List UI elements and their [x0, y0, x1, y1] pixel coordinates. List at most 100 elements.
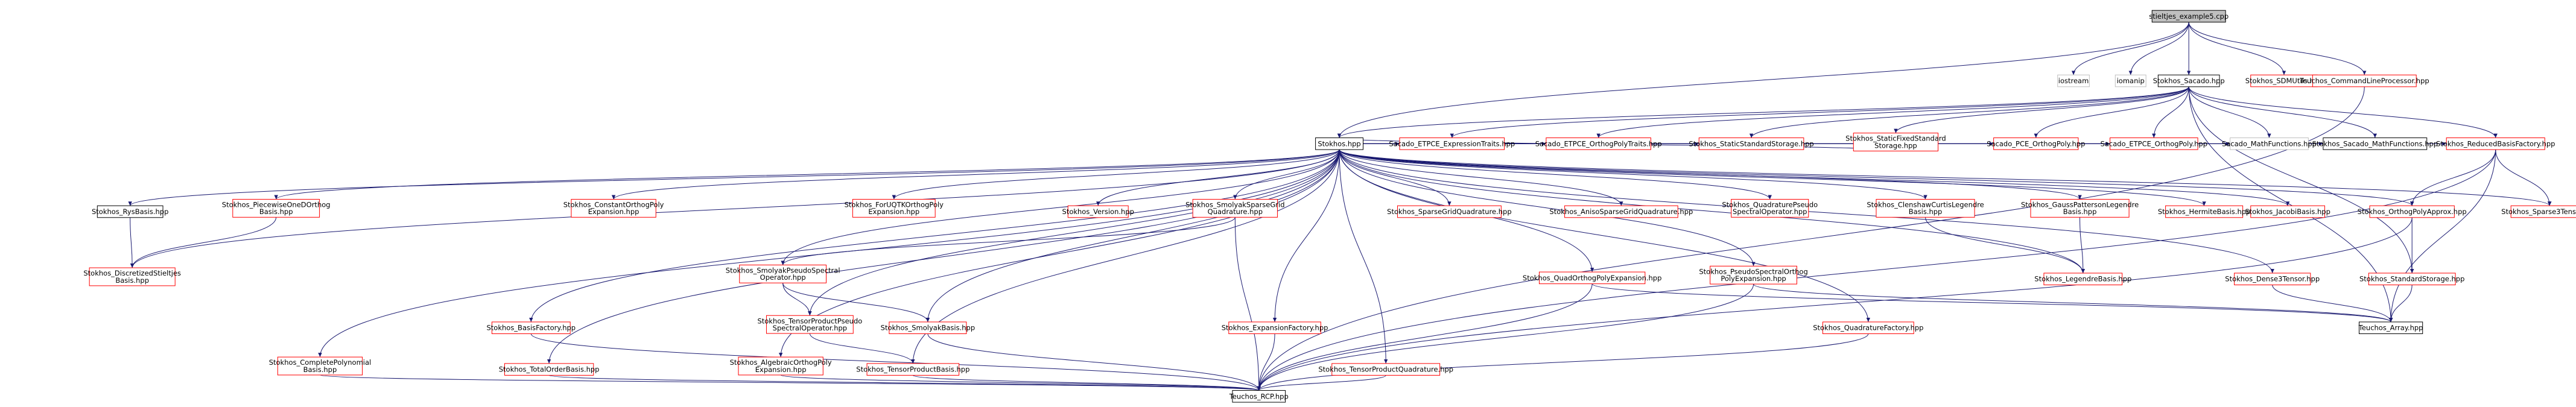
node-reduced_factory[interactable]: Stokhos_ReducedBasisFactory.hpp — [2436, 137, 2555, 150]
node-quad_pseudo[interactable]: Stokhos_QuadraturePseudoSpectralOperator… — [1722, 199, 1818, 218]
node-label: SpectralOperator.hpp — [773, 324, 847, 332]
node-label: Sacado_ETPCE_ExpressionTraits.hpp — [1389, 139, 1515, 148]
node-ryssbasis[interactable]: Stokhos_RysBasis.hpp — [92, 205, 168, 218]
edge-stokhos-to-smolyak_basis — [925, 150, 1340, 322]
node-std_storage[interactable]: Stokhos_StandardStorage.hpp — [2359, 273, 2464, 285]
node-smolyak_pseudo[interactable]: Stokhos_SmolyakPseudoSpectralOperator.hp… — [726, 264, 840, 283]
edge-stokhos-to-tensor_quad — [1339, 150, 1388, 364]
edge-stokhos-to-forujtk — [892, 149, 1340, 200]
node-label: Teuchos_Array.hpp — [2358, 324, 2423, 332]
node-label: Expansion.hpp — [588, 207, 639, 216]
edge-smolyak_pseudo-to-smolyak_basis — [782, 283, 930, 323]
node-orthog_approx[interactable]: Stokhos_OrthogPolyApprox.hpp — [2358, 205, 2467, 218]
edge-reduced_factory-to-teuchos_array — [2388, 150, 2496, 322]
edge-tensor_quad-to-teuchos_rcp — [1257, 374, 1386, 391]
edge-clenshaw-to-legendre — [1925, 217, 2085, 273]
node-teuchos_array[interactable]: Teuchos_Array.hpp — [2358, 321, 2423, 335]
node-box — [2323, 137, 2428, 150]
node-box — [1331, 363, 1441, 376]
node-label: Stokhos_LegendreBasis.hpp — [2034, 275, 2131, 283]
node-etpce_traits[interactable]: Sacado_ETPCE_OrthogPolyTraits.hpp — [1535, 137, 1662, 150]
node-tensor_pseudo[interactable]: Stokhos_TensorProductPseudoSpectralOpera… — [757, 315, 862, 334]
node-pseudo_spectral[interactable]: Stokhos_PseudoSpectralOrthogPolyExpansio… — [1699, 265, 1808, 285]
node-label: Stokhos_SDMUtils.hpp — [2245, 77, 2323, 85]
node-label: Stokhos_StaticStandardStorage.hpp — [1689, 139, 1813, 148]
node-box — [2114, 74, 2146, 87]
node-jacobi[interactable]: Stokhos_JacobiBasis.hpp — [2245, 205, 2330, 218]
node-tensor_quad[interactable]: Stokhos_TensorProductQuadrature.hpp — [1318, 363, 1453, 376]
edge-sacado-to-etpce_traits — [1596, 86, 2189, 138]
edge-quad_orthog-to-teuchos_rcp — [1257, 283, 1593, 391]
node-label: Stokhos_DiscretizedStieltjes — [83, 269, 181, 277]
node-hermite[interactable]: Stokhos_HermiteBasis.hpp — [2158, 205, 2250, 218]
node-label: Stokhos_PiecewiseOneDOrthog — [222, 201, 331, 209]
edge-root-to-iostream — [2071, 22, 2189, 75]
node-smolyak_basis[interactable]: Stokhos_SmolyakBasis.hpp — [881, 321, 975, 335]
node-static_std[interactable]: Stokhos_StaticStandardStorage.hpp — [1689, 137, 1814, 150]
node-version[interactable]: Stokhos_Version.hpp — [1062, 205, 1134, 218]
edge-reduced_factory-to-sparse3 — [2495, 150, 2552, 206]
edge-quad_orthog-to-teuchos_array — [1591, 283, 2393, 323]
edge-sacado-to-stokhos — [1337, 86, 2189, 138]
edge-pseudo_spectral-to-teuchos_rcp — [1257, 284, 1754, 391]
edge-stokhos-to-sparse_grid — [1339, 150, 1451, 206]
node-box — [1853, 133, 1939, 151]
node-label: Stokhos_TensorProductBasis.hpp — [856, 365, 969, 374]
node-expansion_factory[interactable]: Stokhos_ExpansionFactory.hpp — [1222, 321, 1328, 335]
node-pce_orthog[interactable]: Sacado_PCE_OrthogPoly.hpp — [1987, 137, 2085, 150]
node-aniso[interactable]: Stokhos_AnisoSparseGridQuadrature.hpp — [1549, 205, 1693, 218]
node-stokhos[interactable]: Stokhos.hpp — [1315, 137, 1364, 150]
node-dense3[interactable]: Stokhos_Dense3Tensor.hpp — [2225, 273, 2320, 285]
edge-stokhos-to-orthog_approx — [1339, 149, 2414, 206]
node-total_order[interactable]: Stokhos_TotalOrderBasis.hpp — [499, 363, 600, 376]
node-box — [1228, 321, 1321, 335]
node-label: Stokhos_TensorProductPseudo — [757, 317, 862, 325]
node-label: Stokhos_OrthogPolyApprox.hpp — [2358, 207, 2467, 216]
node-teuchos_rcp[interactable]: Teuchos_RCP.hpp — [1229, 390, 1289, 403]
node-label: Stokhos_Version.hpp — [1062, 207, 1134, 216]
node-sacado[interactable]: Stokhos_Sacado.hpp — [2153, 74, 2225, 87]
node-box — [866, 363, 960, 376]
edge-stokhos-to-clenshaw — [1339, 149, 1927, 200]
node-label: Stokhos_ReducedBasisFactory.hpp — [2436, 139, 2555, 148]
node-cmdline[interactable]: Teuchos_CommandLineProcessor.hpp — [2299, 74, 2429, 87]
node-box — [1876, 199, 1975, 218]
node-box — [2446, 137, 2545, 150]
node-basis_factory[interactable]: Stokhos_BasisFactory.hpp — [486, 321, 576, 335]
node-sparse_grid[interactable]: Stokhos_SparseGridQuadrature.hpp — [1387, 205, 1512, 218]
node-label: Operator.hpp — [760, 273, 806, 282]
node-box — [97, 205, 163, 218]
node-legendre[interactable]: Stokhos_LegendreBasis.hpp — [2034, 273, 2131, 285]
edge-sacado-to-etpce_expr — [1450, 86, 2189, 138]
node-etpce_expr[interactable]: Sacado_ETPCE_ExpressionTraits.hpp — [1389, 137, 1515, 150]
edge-complete_poly-to-teuchos_rcp — [319, 374, 1261, 391]
edge-quad_factory-to-teuchos_rcp — [1257, 333, 1869, 391]
edge-smolyak_grid-to-teuchos_rcp — [1234, 217, 1261, 391]
node-label: Stokhos_SmolyakSparseGrid — [1185, 201, 1284, 209]
node-sparse3[interactable]: Stokhos_Sparse3Tensor.hpp — [2501, 205, 2576, 218]
edge-sacado-to-static_std — [1749, 86, 2189, 138]
node-quad_orthog[interactable]: Stokhos_QuadOrthogPolyExpansion.hpp — [1523, 271, 1662, 285]
node-box — [2043, 273, 2123, 285]
node-etpce_orthog[interactable]: Sacado_ETPCE_OrthogPoly.hpp — [2101, 137, 2207, 150]
node-label: SpectralOperator.hpp — [1733, 207, 1807, 216]
node-label: Basis.hpp — [1909, 207, 1943, 216]
node-quad_factory[interactable]: Stokhos_QuadratureFactory.hpp — [1813, 321, 1923, 335]
node-stok_sacado_math[interactable]: Stokhos_Sacado_MathFunctions.hpp — [2312, 137, 2438, 150]
node-tensor_basis[interactable]: Stokhos_TensorProductBasis.hpp — [856, 363, 969, 376]
node-label: Stokhos_AnisoSparseGridQuadrature.hpp — [1549, 207, 1693, 216]
node-box — [1546, 137, 1651, 150]
node-box — [1822, 321, 1914, 335]
node-label: Stokhos_Sacado_MathFunctions.hpp — [2312, 139, 2438, 148]
edge-algebraic-to-teuchos_rcp — [780, 374, 1261, 391]
